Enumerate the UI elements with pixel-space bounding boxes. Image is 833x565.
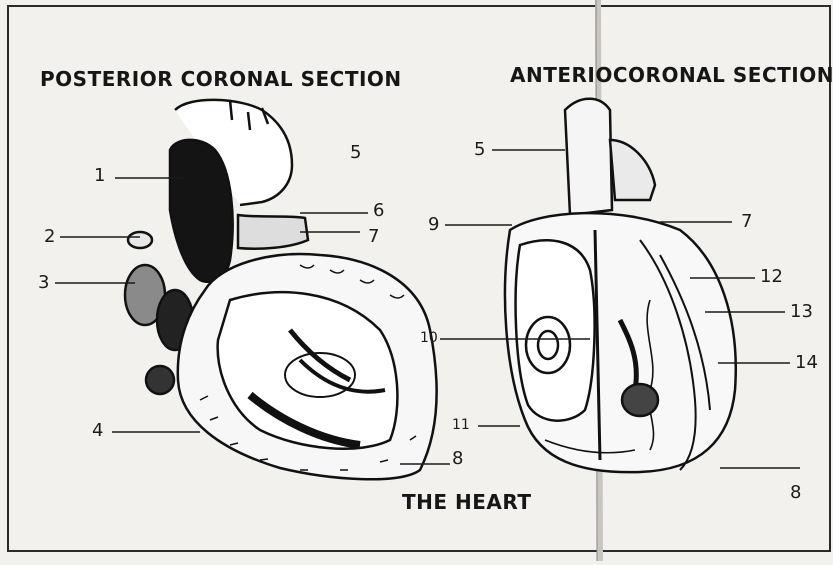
anterior-title-part1: ANTERIO <box>510 63 613 87</box>
anterior-label-8: 8 <box>790 484 801 502</box>
posterior-heart-drawing <box>125 100 437 479</box>
posterior-section-title: POSTERIOR CORONAL SECTION <box>40 67 402 91</box>
anterior-heart-drawing <box>505 99 736 472</box>
figure-caption: THE HEART <box>402 490 532 514</box>
anterior-label-5: 5 <box>474 141 485 159</box>
posterior-label-2: 2 <box>44 228 55 246</box>
posterior-label-4: 4 <box>92 422 103 440</box>
anterior-title-part2: CORONAL SECTION <box>613 63 833 87</box>
anterior-section-title: ANTERIOCORONAL SECTION <box>510 63 833 87</box>
anterior-label-11: 11 <box>452 418 470 432</box>
anterior-label-7: 7 <box>741 213 752 231</box>
anterior-label-14: 14 <box>795 354 818 372</box>
posterior-label-8: 8 <box>452 450 463 468</box>
anterior-label-12: 12 <box>760 268 783 286</box>
anterior-label-9: 9 <box>428 216 439 234</box>
anterior-label-10: 10 <box>420 331 438 345</box>
posterior-label-1: 1 <box>94 167 105 185</box>
posterior-label-5: 5 <box>350 144 361 162</box>
posterior-label-6: 6 <box>373 202 384 220</box>
posterior-label-7: 7 <box>368 228 379 246</box>
posterior-label-3: 3 <box>38 274 49 292</box>
anterior-label-13: 13 <box>790 303 813 321</box>
